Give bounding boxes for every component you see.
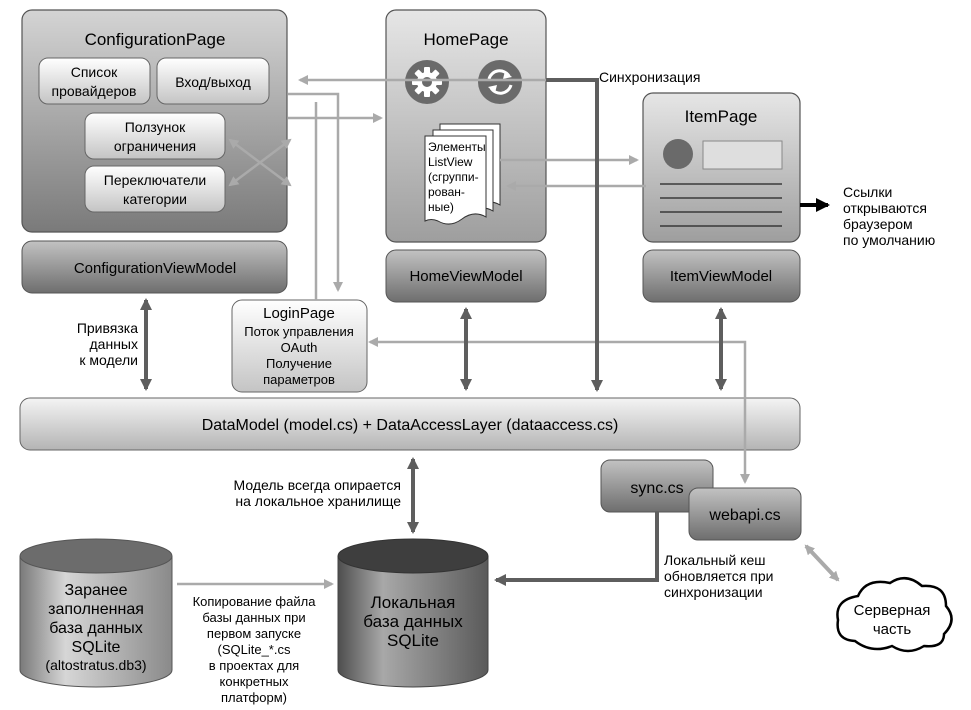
copy-line3: первом запуске (207, 626, 301, 641)
listview-label-line2: ListView (428, 155, 473, 169)
arrow-login-to-loginpage (288, 92, 343, 292)
datamodel-label: DataModel (model.cs) + DataAccessLayer (… (202, 417, 619, 434)
binding-line1: Привязка (77, 320, 138, 336)
navigation-arrows (177, 75, 750, 589)
server-line2: часть (873, 621, 912, 638)
links-line2: открываются (843, 200, 927, 216)
model-local-annotation: Модель всегда опирается на локальное хра… (234, 477, 402, 509)
slider-label-line1: Ползунок (125, 119, 186, 135)
copy-line1: Копирование файла (193, 594, 317, 609)
binding-line3: к модели (79, 352, 138, 368)
providers-label-line2: провайдеров (51, 83, 136, 99)
links-line3: браузером (843, 216, 913, 232)
links-line1: Ссылки (843, 184, 892, 200)
item-viewmodel-label: ItemViewModel (670, 268, 772, 285)
providers-label-line1: Список (71, 64, 118, 80)
gear-icon[interactable] (405, 60, 449, 104)
prefilled-db-file: (altostratus.db3) (45, 657, 146, 673)
login-page-line4: параметров (263, 372, 335, 387)
binding-annotation: Привязка данных к модели (77, 320, 138, 368)
local-database-cylinder: Локальная база данных SQLite (337, 538, 489, 688)
item-page-title: ItemPage (685, 107, 758, 126)
listview-label-line4: рован- (428, 185, 465, 199)
login-page-title: LoginPage (263, 305, 335, 322)
arrow-sync-to-localdb (494, 512, 659, 586)
limit-slider-button[interactable]: Ползунок ограничения (84, 112, 226, 160)
login-logout-button[interactable]: Вход/выход (156, 57, 270, 105)
local-db-line3: SQLite (387, 631, 439, 650)
cache-line1: Локальный кеш (664, 552, 765, 568)
copy-line6: конкретных (220, 674, 289, 689)
login-page-line2: OAuth (281, 340, 318, 355)
switches-label-line2: категории (123, 191, 187, 207)
item-page: ItemPage (642, 92, 801, 243)
local-db-line2: база данных (363, 612, 463, 631)
cache-line2: обновляется при (664, 568, 773, 584)
listview-pages-icon: Элементы ListView (сгруппи- рован- ные) (424, 123, 501, 225)
login-page-line1: Поток управления (244, 324, 354, 339)
home-page-title: HomePage (423, 30, 508, 49)
copy-line5: в проектах для (209, 658, 299, 673)
local-db-line1: Локальная (371, 593, 456, 612)
server-cloud-icon: Серверная часть (836, 577, 953, 653)
listview-label-line1: Элементы (428, 140, 486, 154)
copy-line4: (SQLite_*.cs (218, 642, 291, 657)
home-page: HomePage Элементы ListView (385, 9, 547, 243)
configuration-page: ConfigurationPage Список провайдеров Вхо… (21, 9, 288, 233)
server-arrow (804, 544, 840, 582)
configuration-viewmodel-label: ConfigurationViewModel (74, 260, 236, 277)
configuration-page-title: ConfigurationPage (85, 30, 226, 49)
webapi-file-label: webapi.cs (708, 507, 780, 524)
sync-file-label: sync.cs (630, 480, 683, 497)
item-viewmodel: ItemViewModel (642, 249, 801, 303)
listview-label-line3: (сгруппи- (428, 170, 479, 184)
prefilled-database-cylinder: Заранее заполненная база данных SQLite (… (19, 538, 173, 688)
prefilled-db-line4: SQLite (72, 639, 121, 656)
configuration-viewmodel: ConfigurationViewModel (21, 240, 288, 294)
login-page: LoginPage Поток управления OAuth Получен… (231, 299, 368, 393)
arrow-sync-to-datamodel (546, 78, 603, 392)
item-text-lines (660, 183, 782, 227)
prefilled-db-line3: база данных (49, 620, 143, 637)
prefilled-db-line1: Заранее (65, 582, 128, 599)
item-thumbnail-icon (663, 139, 783, 170)
server-line1: Серверная (854, 602, 931, 619)
copy-line2: базы данных при (202, 610, 305, 625)
arrow-loginpage-to-webapi (368, 337, 750, 484)
cache-annotation: Локальный кеш обновляется при синхрониза… (664, 552, 773, 600)
links-annotation: Ссылки открываются браузером по умолчани… (843, 184, 935, 248)
webapi-file-box: webapi.cs (688, 487, 802, 541)
home-viewmodel-label: HomeViewModel (409, 268, 522, 285)
sync-icon[interactable] (478, 60, 522, 104)
prefilled-db-line2: заполненная (48, 601, 144, 618)
login-page-line3: Получение (266, 356, 332, 371)
sync-annotation: Синхронизация (599, 69, 700, 85)
providers-list-button[interactable]: Список провайдеров (38, 57, 151, 105)
copy-annotation: Копирование файла базы данных при первом… (193, 594, 317, 705)
links-line4: по умолчанию (843, 232, 935, 248)
slider-label-line2: ограничения (114, 138, 196, 154)
datamodel-bar: DataModel (model.cs) + DataAccessLayer (… (19, 397, 801, 451)
listview-label-line5: ные) (428, 200, 454, 214)
switches-label-line1: Переключатели (104, 172, 206, 188)
copy-line7: платформ) (221, 690, 287, 705)
cache-line3: синхронизации (664, 584, 763, 600)
arrow-home-to-slider (228, 138, 292, 187)
login-logout-label: Вход/выход (175, 74, 251, 90)
model-local-line2: на локальное хранилище (235, 493, 401, 509)
binding-line2: данных (90, 336, 138, 352)
home-viewmodel: HomeViewModel (385, 249, 547, 303)
category-switches-button[interactable]: Переключатели категории (84, 165, 226, 213)
model-local-line1: Модель всегда опирается (234, 477, 401, 493)
data-arrows (140, 78, 727, 586)
